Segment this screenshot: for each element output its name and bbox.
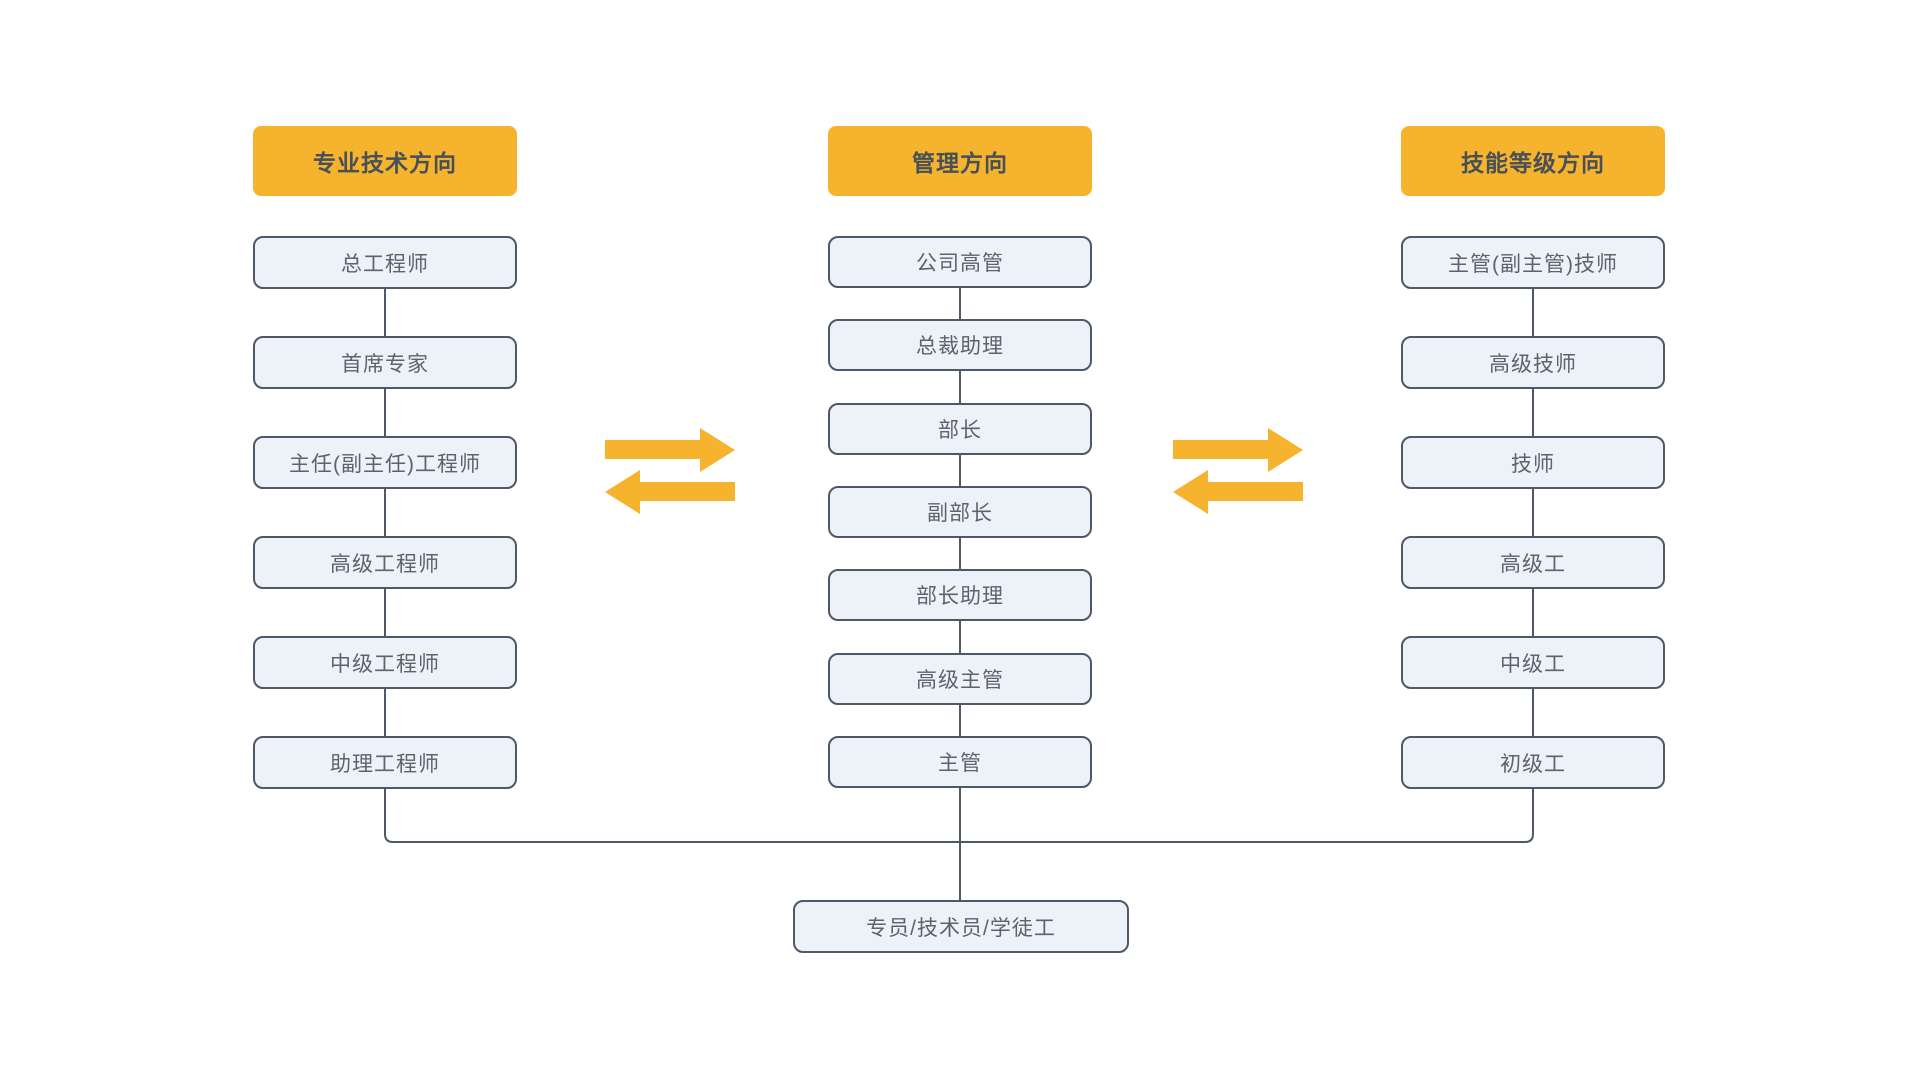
node-intermediate-engineer: 中级工程师 xyxy=(253,636,517,689)
bidirectional-arrows-right xyxy=(1173,428,1303,514)
node-senior-supervisor: 高级主管 xyxy=(828,653,1092,705)
node-department-head-assistant: 部长助理 xyxy=(828,569,1092,621)
right-arrow-icon xyxy=(605,428,735,472)
node-chief-engineer: 总工程师 xyxy=(253,236,517,289)
column-header-management: 管理方向 xyxy=(828,126,1092,196)
bottom-join-line xyxy=(384,789,1534,843)
node-senior-engineer: 高级工程师 xyxy=(253,536,517,589)
column-header-skill-level: 技能等级方向 xyxy=(1401,126,1665,196)
left-arrow-icon xyxy=(1173,470,1303,514)
node-specialist-technician-apprentice: 专员/技术员/学徒工 xyxy=(793,900,1129,953)
node-chief-expert: 首席专家 xyxy=(253,336,517,389)
node-technician: 技师 xyxy=(1401,436,1665,489)
node-intermediate-worker: 中级工 xyxy=(1401,636,1665,689)
bidirectional-arrows-left xyxy=(605,428,735,514)
node-assistant-engineer: 助理工程师 xyxy=(253,736,517,789)
node-senior-technician: 高级技师 xyxy=(1401,336,1665,389)
node-junior-worker: 初级工 xyxy=(1401,736,1665,789)
left-arrow-icon xyxy=(605,470,735,514)
column-header-professional-technical: 专业技术方向 xyxy=(253,126,517,196)
node-chief-technician: 主管(副主管)技师 xyxy=(1401,236,1665,289)
right-arrow-icon xyxy=(1173,428,1303,472)
node-department-head: 部长 xyxy=(828,403,1092,455)
node-supervisor: 主管 xyxy=(828,736,1092,788)
node-senior-worker: 高级工 xyxy=(1401,536,1665,589)
node-company-executive: 公司高管 xyxy=(828,236,1092,288)
node-deputy-department-head: 副部长 xyxy=(828,486,1092,538)
node-president-assistant: 总裁助理 xyxy=(828,319,1092,371)
node-director-engineer: 主任(副主任)工程师 xyxy=(253,436,517,489)
